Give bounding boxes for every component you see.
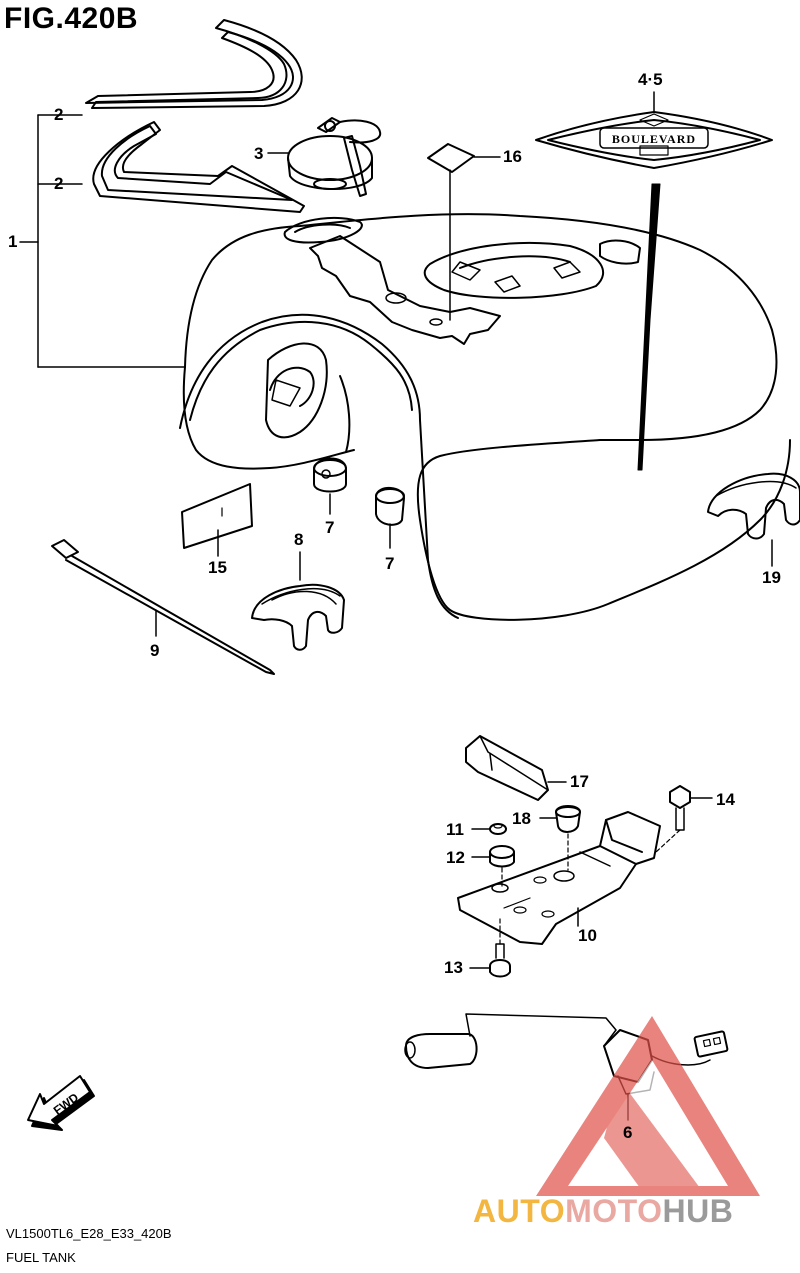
callout-2-upper: 2 — [54, 105, 64, 124]
fuel-cap — [287, 117, 382, 197]
callout-10: 10 — [578, 926, 597, 945]
fuel-tank — [179, 213, 791, 621]
figure-title: FIG.420B — [4, 2, 139, 35]
bolt-14 — [669, 785, 691, 831]
diagram-caption: FUEL TANK — [6, 1250, 76, 1265]
callout-9: 9 — [150, 641, 160, 660]
cushion-7-left — [313, 457, 347, 493]
model-code: VL1500TL6_E28_E33_420B — [6, 1226, 172, 1241]
callout-17: 17 — [570, 772, 589, 791]
boulevard-emblem — [535, 111, 773, 169]
callout-16: 16 — [503, 147, 522, 166]
cushion-18 — [555, 805, 581, 833]
cushion-8 — [251, 583, 345, 651]
tank-stripe — [637, 183, 661, 471]
watermark-text: AUTOMOTOHUB — [473, 1193, 734, 1229]
callout-4-5: 4·5 — [638, 70, 663, 89]
emblem-text: BOULEVARD — [612, 132, 696, 146]
callout-3: 3 — [254, 144, 264, 163]
bolt-13 — [489, 943, 511, 978]
washer-11 — [489, 823, 507, 835]
callout-1-bracket — [19, 114, 186, 368]
callout-13: 13 — [444, 958, 463, 977]
callout-1: 1 — [8, 232, 18, 251]
cable-tie — [51, 539, 275, 675]
tank-decal-lower — [92, 121, 305, 213]
callout-18: 18 — [512, 809, 531, 828]
forward-arrow — [27, 1075, 95, 1131]
callout-15: 15 — [208, 558, 227, 577]
callout-2-lower: 2 — [54, 174, 64, 193]
callout-7-right: 7 — [385, 554, 395, 573]
callout-12: 12 — [446, 848, 465, 867]
callout-11: 11 — [446, 820, 464, 839]
cushion-7-right — [375, 487, 405, 526]
callout-6: 6 — [623, 1123, 633, 1142]
bolt-14-axis — [655, 829, 681, 853]
cushion-17 — [465, 735, 549, 801]
callout-19: 19 — [762, 568, 781, 587]
tank-decal-upper — [85, 19, 303, 109]
callout-8: 8 — [294, 530, 304, 549]
watermark-logo — [536, 1016, 760, 1196]
caution-label-16 — [427, 143, 475, 173]
cushion-12 — [489, 845, 515, 868]
bracket-10 — [457, 811, 661, 945]
callout-7-left: 7 — [325, 518, 335, 537]
label-15 — [181, 483, 253, 549]
callout-14: 14 — [716, 790, 735, 809]
cushion-19 — [707, 472, 800, 540]
